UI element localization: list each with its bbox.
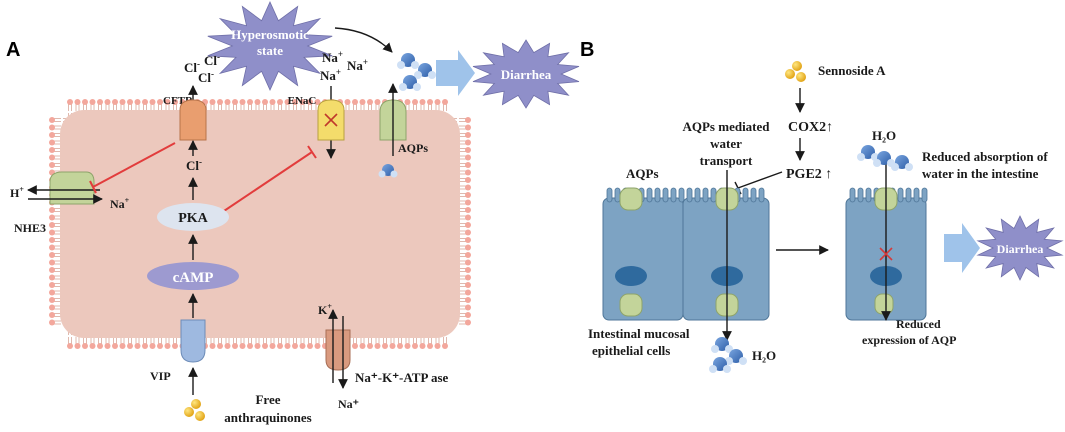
vip-receptor [180,319,206,363]
water-molecules-top [397,53,436,91]
aqp-apical-cell1 [619,187,643,211]
blue-arrow-a [436,50,475,96]
sennoside-label: Sennoside A [818,63,886,78]
pge2-label: PGE2 ↑ [786,167,832,182]
diarrhea-burst-a: Diarrhea [472,39,580,109]
anthraquinones-label: anthraquinones [224,410,311,425]
hyperosmotic-burst: Hyperosmotic state [207,1,333,91]
h-label: H+ [10,185,24,200]
diarrhea-burst-b: Diarrhea [976,215,1064,281]
cftr-channel [179,99,207,141]
reduced-abs-line1: Reduced absorption of [922,149,1048,164]
nucleus-cell1 [615,266,647,286]
na-k-atpase-pump [325,329,351,371]
chloride-ions-top: Cl- Cl- Cl- [184,52,220,85]
vip-label: VIP [150,369,171,383]
na-bottom-label: Na⁺ [338,397,359,411]
diarrhea-label-b: Diarrhea [997,242,1044,256]
cftr-inhibits-nhe3 [92,142,176,188]
svg-text:Na+: Na+ [347,57,368,73]
camp-node [147,262,239,290]
hyperosmotic-line2: state [257,43,283,58]
aqps-label-b: AQPs [626,166,659,181]
h2o-top-label: H₂O [872,128,896,143]
pka-label: PKA [178,211,208,226]
k-label: K+ [318,302,332,317]
cells-label-line1: Intestinal mucosal [588,326,690,341]
reduced-expr-line1: Reduced [896,317,941,331]
aqps-label-a: AQPs [398,141,428,155]
free-label: Free [255,392,280,407]
panel-b-letter: B [580,39,594,61]
svg-text:Na+: Na+ [320,67,341,83]
svg-text:Cl-: Cl- [198,69,214,85]
nhe3-label: NHE3 [14,221,46,235]
cells-label-line2: epithelial cells [592,343,670,358]
aqps-mediated-line1: AQPs mediated [682,119,770,134]
water-molecules-bottom [709,337,747,373]
water-molecule-inside [378,164,398,178]
anthraquinone-molecule-icon [184,399,205,421]
blue-arrow-b [944,223,980,273]
diarrhea-label-a: Diarrhea [501,67,552,82]
atpase-label: Na⁺-K⁺-ATP ase [355,370,449,385]
svg-text:Cl-: Cl- [184,59,200,75]
pka-node [157,203,229,231]
aqp-basal-cell1 [619,293,643,317]
cl-mid-label: Cl- [186,157,202,173]
hyperosmotic-arrow [334,27,393,53]
sennoside-molecule-icon [785,61,806,82]
svg-text:Cl-: Cl- [204,52,220,68]
h2o-bottom-label: H₂O [752,348,776,363]
nhe3-exchanger [49,171,95,205]
panel-a-letter: A [6,39,20,61]
camp-label: cAMP [173,270,214,286]
enac-label: ENaC [288,95,317,107]
reduced-expr-line2: expression of AQP [862,333,956,347]
aqps-mediated-line3: transport [700,153,753,168]
enac-block-cross [324,113,338,127]
aqps-mediated-line2: water [710,136,742,151]
aqp-basal-cell3 [874,293,894,315]
reduced-abs-line2: water in the intestine [922,166,1039,181]
water-molecules-right [857,145,913,171]
na-label-nhe3: Na+ [110,196,130,211]
hyperosmotic-line1: Hyperosmotic [231,27,309,42]
blocked-transport-cross [879,247,893,261]
epithelium-group [602,187,928,321]
pge2-inhibits-aqp [737,171,783,189]
sodium-ions-top: Na+ Na+ Na+ [320,49,368,83]
pka-inhibits-enac [217,151,313,216]
svg-text:Na+: Na+ [322,49,343,65]
cox2-label: COX2↑ [788,120,833,135]
